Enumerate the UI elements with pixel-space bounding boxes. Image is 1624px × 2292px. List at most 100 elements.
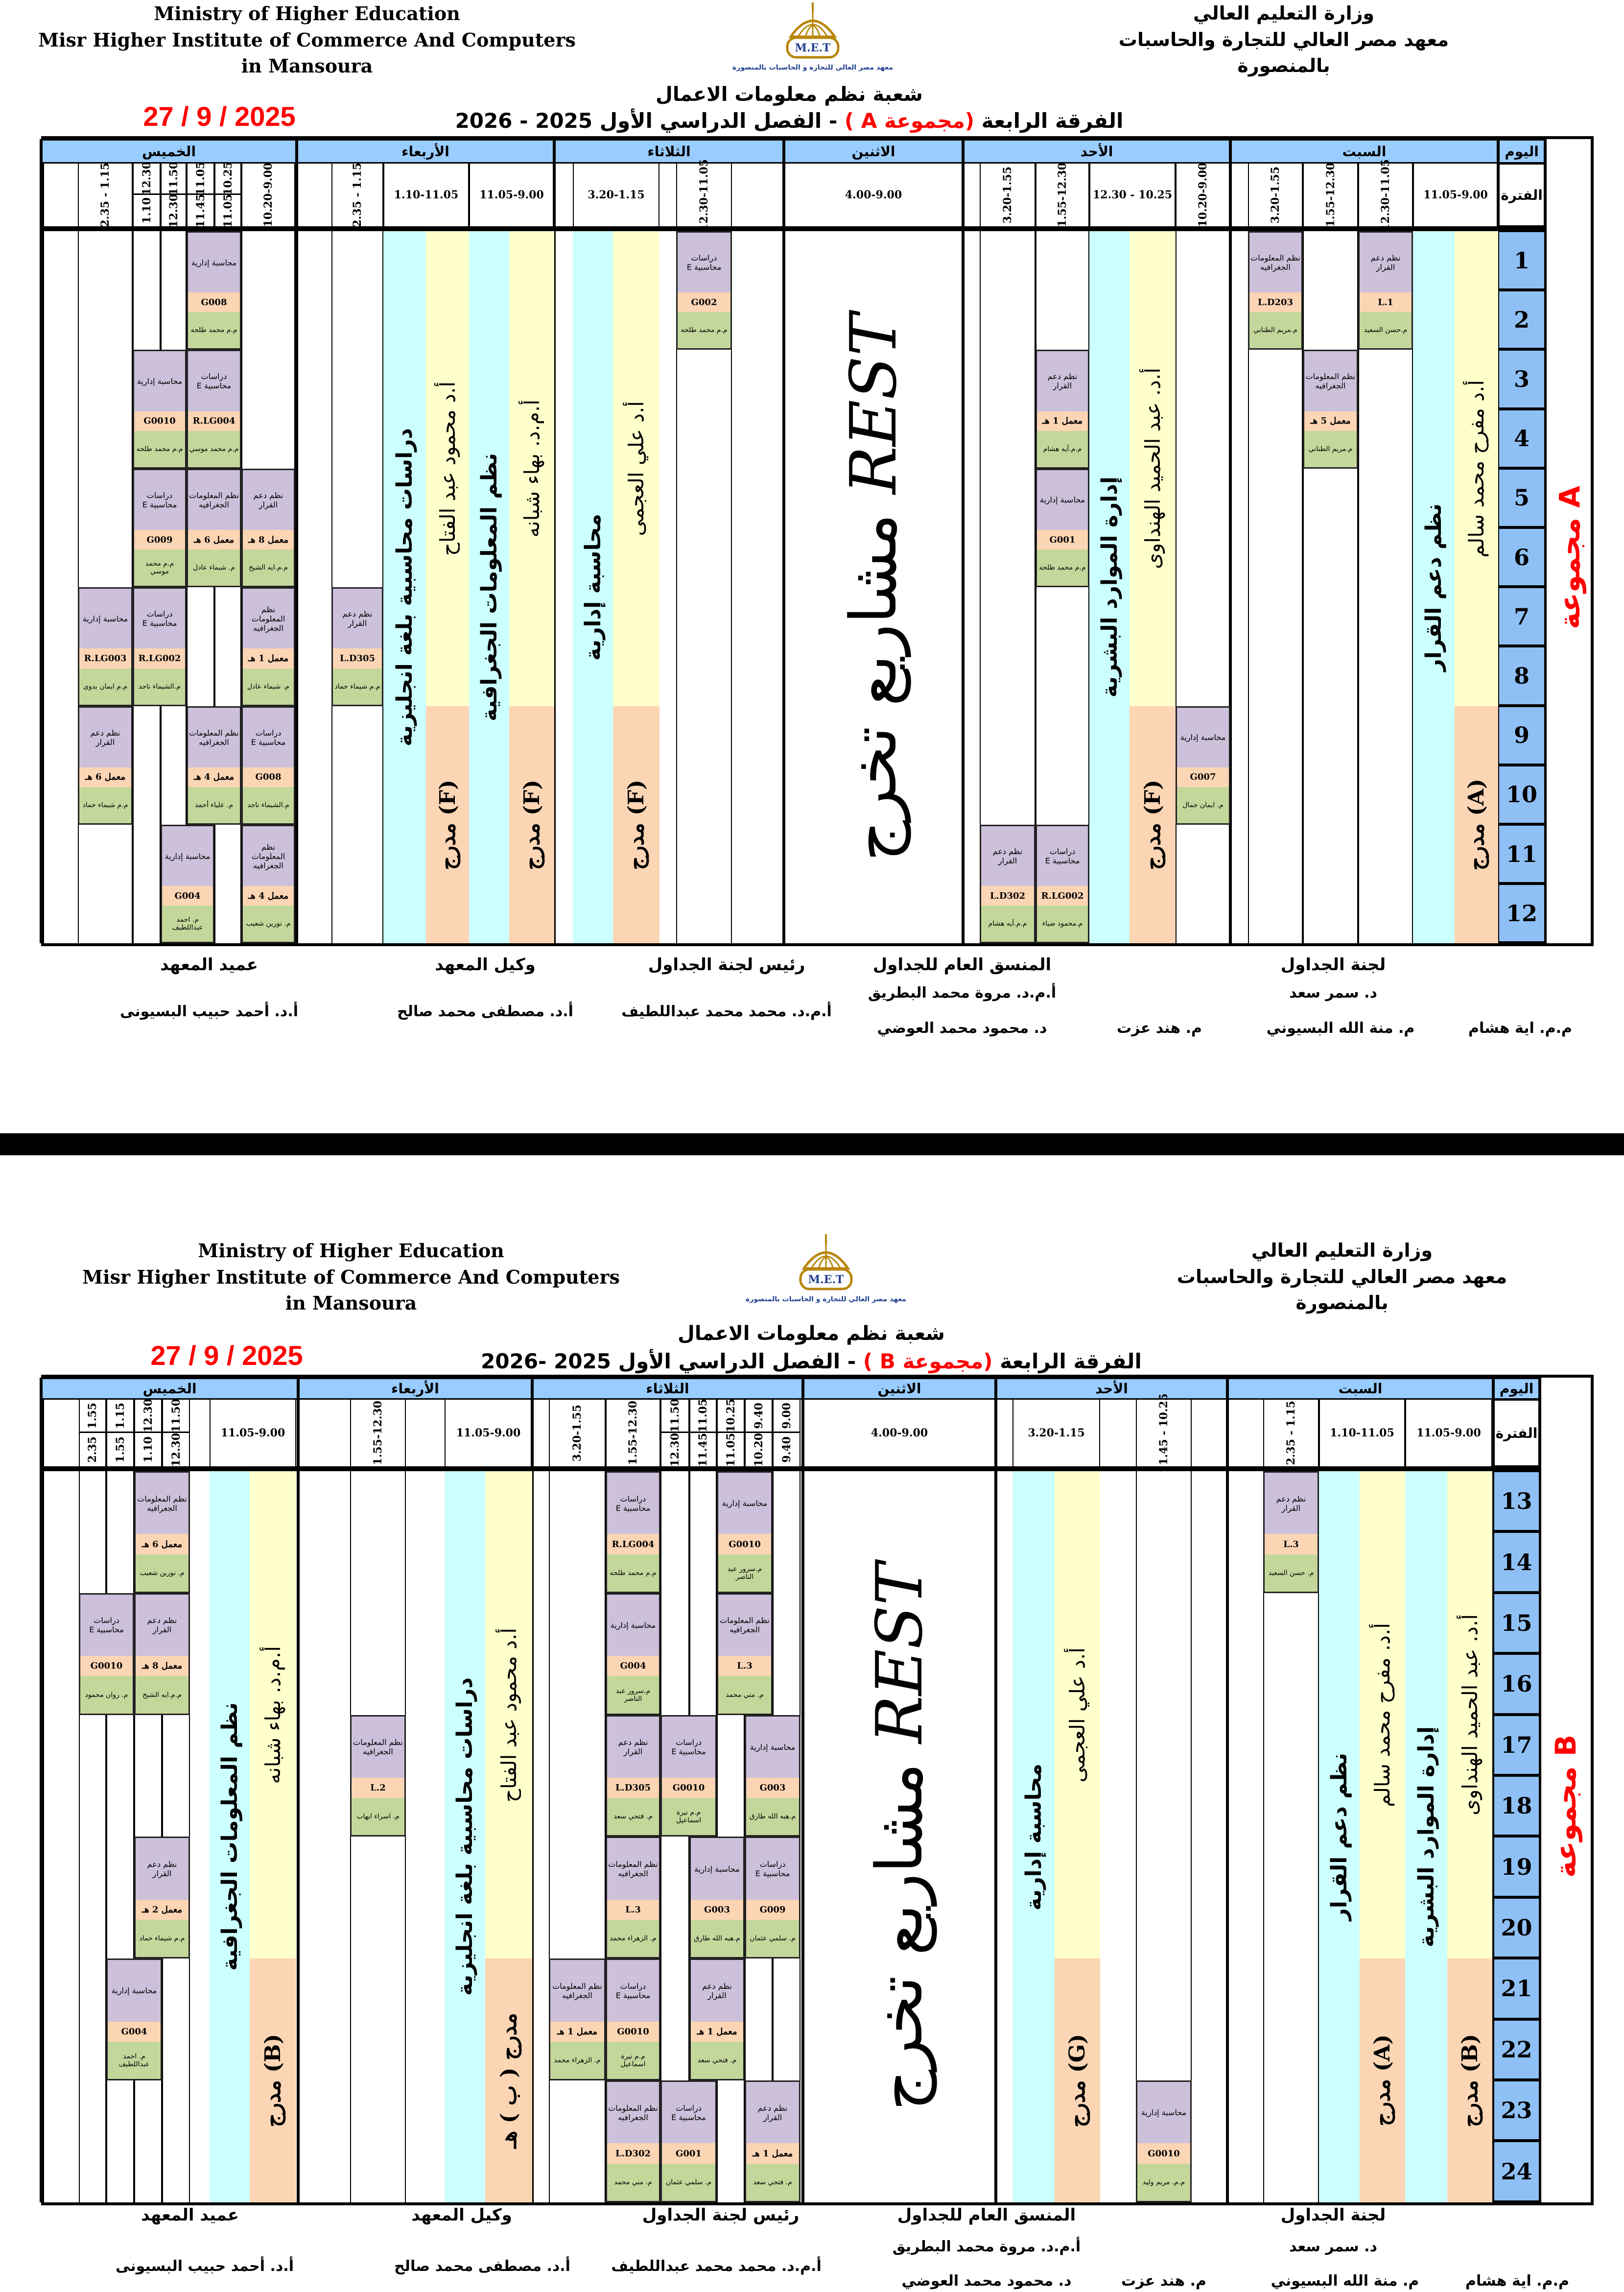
signature-title: المنسق العام للجداول	[897, 2205, 1076, 2225]
time-text: 2.35 - 1.15	[351, 163, 364, 227]
logo-caption: معهد مصر العالي للتجارة و الحاسبات بالمن…	[732, 64, 893, 72]
time-slot-end: 2.35	[80, 1433, 105, 1466]
time-slot-end: 12.30	[162, 194, 186, 228]
block-staff: م.م نيرة اسماعيل	[662, 1798, 715, 1836]
time-text: 2.35 - 1.15	[99, 163, 112, 227]
rest-label: REST	[836, 313, 911, 494]
lecture-hall-band: مدرج ( ب ) هـ	[485, 1958, 532, 2202]
block-course: محاسبة إدارية	[134, 351, 185, 411]
time-text: 1.10-11.05	[394, 189, 459, 201]
ministry-ar-line: وزارة التعليم العالي	[1193, 2, 1375, 24]
lecture-professor: أ.د محمود عبد الفتاح	[435, 381, 460, 556]
signature-name: أ.م.د. مروة محمد البطريق	[892, 2238, 1081, 2255]
block-course: نظم دعم القرار	[136, 1594, 188, 1656]
column-line	[1229, 231, 1230, 943]
period-column-header: الفترة	[1498, 164, 1545, 226]
lecture-hall-band: مدرج (F)	[613, 706, 659, 943]
time-text: 12.30 - 10.25	[1092, 189, 1173, 201]
lecture-course-band: إدارة الموارد البشرية	[1405, 1471, 1447, 2202]
signature-name: د. محمود محمد العوضي	[877, 1020, 1047, 1037]
block-staff: م.مريم الطناني	[1249, 312, 1301, 349]
block-room: معمل 2 هـ	[136, 1899, 188, 1920]
block-course: محاسبة إدارية	[1137, 2082, 1190, 2144]
signature-name: م. منة الله البسيوني	[1271, 2272, 1419, 2290]
column-line	[803, 1471, 804, 2202]
lecture-hall-band: مدرج (A)	[1360, 1958, 1405, 2202]
column-line	[660, 1471, 661, 2202]
day-header: الأحد	[963, 139, 1230, 164]
day-header: السبت	[1227, 1378, 1493, 1400]
time-slot-end: 1.10	[134, 195, 160, 226]
lecture-course: محاسبة إدارية	[580, 514, 606, 661]
lecture-professor: أ.د. عبد الحميد الهنداوى	[1458, 1614, 1482, 1816]
signature-name: أ.د. أحمد حبيب البسيونى	[119, 1003, 299, 1020]
block-staff: م.م محمد موسي	[134, 549, 185, 586]
day-header: الأحد	[996, 1378, 1227, 1400]
period-number: 12	[1498, 884, 1545, 944]
time-text: 3.20-1.15	[1028, 1427, 1085, 1439]
time-text: 11.05	[221, 193, 235, 228]
block-course: دراسات محاسبية E	[243, 707, 294, 767]
period-number: 11	[1498, 825, 1545, 884]
time-slot-header: 3.20-1.55	[980, 164, 1036, 226]
academic-year: 2025 -2026	[481, 1349, 612, 1373]
block-room: معمل 6 هـ	[79, 767, 131, 787]
timetable-frame	[41, 1375, 1594, 2205]
time-slot-end: 1.10	[135, 1433, 161, 1466]
time-slot-header: 4.00-9.00	[803, 1400, 996, 1466]
lecture-course: نظم المعلومات الجغرافية	[217, 1702, 242, 1971]
lecture-professor: أ.د مفرح محمد سالم	[1464, 380, 1488, 558]
time-slot-header: 11.05-9.00	[469, 164, 554, 226]
block-course: نظم المعلومات الجغرافيه	[188, 707, 240, 767]
day-header: الأربعاء	[298, 1378, 532, 1400]
time-text: 1.55	[114, 1436, 127, 1463]
signature-title: وكيل المعهد	[411, 2205, 512, 2225]
day-divider	[1226, 1378, 1229, 2202]
lecture-course-band: نظم المعلومات الجغرافية	[469, 231, 509, 943]
block-course: محاسبة إدارية	[188, 233, 240, 293]
block-staff: م. احمد عبداللطيف	[108, 2041, 161, 2079]
block-room: G0010	[718, 1534, 771, 1554]
lecture-course: محاسبة إدارية	[1021, 1763, 1046, 1910]
block-room: معمل 1 هـ	[243, 648, 294, 668]
block-course: محاسبة إدارية	[691, 1838, 743, 1900]
block-room: G003	[691, 1899, 743, 1920]
block-room: G008	[243, 767, 294, 787]
signature-name: أ.م.د. محمد محمد عبداللطيف	[611, 2258, 822, 2275]
time-slot-start: 12.30	[135, 1399, 161, 1433]
column-line	[784, 231, 785, 943]
lecture-course-band: دراسات محاسبية بلغة انجليزية	[445, 1471, 485, 2202]
day-column-header: اليوم	[1493, 1378, 1540, 1400]
column-line	[1136, 1471, 1137, 2202]
day-divider	[1229, 139, 1232, 943]
signature-name: أ.د. مصطفى محمد صالح	[394, 2258, 570, 2275]
block-room: R.LG003	[79, 648, 131, 668]
block-course: نظم دعم القرار	[1360, 233, 1412, 293]
block-course: محاسبة إدارية	[1037, 470, 1088, 530]
time-slot-end: 12.30	[661, 1433, 688, 1467]
lecture-hall-band: مدرج (F)	[1130, 706, 1176, 943]
block-course: نظم المعلومات الجغرافيه	[136, 1473, 188, 1534]
block-staff: م.م شيماء حماد	[333, 668, 382, 705]
lecture-course: نظم دعم القرار	[1327, 1753, 1352, 1921]
subtitle-suffix: - الفصل الدراسي الأول	[599, 109, 838, 133]
lecture-course-band: محاسبة إدارية	[573, 231, 613, 943]
lecture-hall: مدرج (F)	[519, 779, 544, 870]
time-slot-header: 11.05-9.00	[1413, 164, 1498, 226]
ministry-ar-line: وزارة التعليم العالي	[1251, 1240, 1433, 1261]
